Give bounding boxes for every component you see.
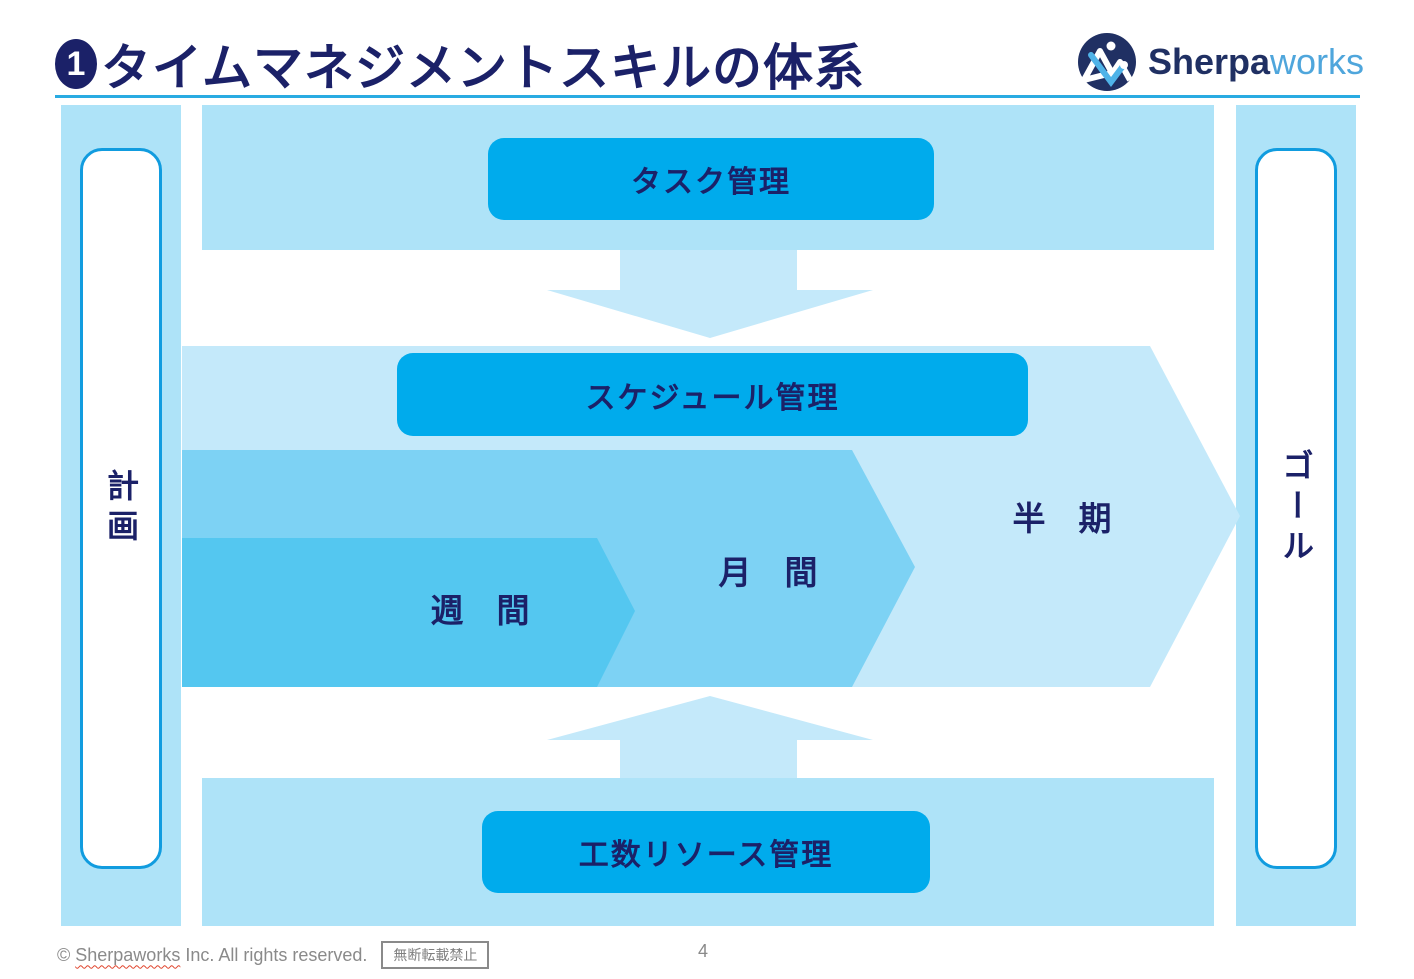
logo-word-sherpa: Sherpa xyxy=(1148,41,1271,82)
weekly-chevron xyxy=(182,538,635,687)
copyright-symbol: © xyxy=(57,944,76,965)
resource-management-box: 工数リソース管理 xyxy=(482,811,930,893)
title-number: 1 xyxy=(66,44,86,83)
up-arrow-icon xyxy=(547,696,873,778)
weekly-label: 週 間 xyxy=(430,592,530,629)
half-term-label: 半 期 xyxy=(1012,500,1112,537)
page-number: 4 xyxy=(698,941,709,961)
company-logo: Sherpaworks xyxy=(1078,33,1364,91)
goal-pillar-label: ゴール xyxy=(1278,448,1314,569)
down-arrow-icon xyxy=(547,250,873,338)
logo-trail-line xyxy=(1088,52,1126,88)
sherpaworks-logo-icon xyxy=(1078,33,1136,91)
logo-mountain-right xyxy=(1105,59,1133,82)
copyright-rights: Inc. All rights reserved. xyxy=(180,944,368,965)
logo-dot-top xyxy=(1106,41,1116,51)
title-underline xyxy=(55,95,1360,98)
logo-dot-right xyxy=(1120,61,1128,69)
logo-mountain-left xyxy=(1081,48,1115,83)
copyright-text: © Sherpaworks Inc. All rights reserved. xyxy=(57,945,367,966)
copyright-brand: Sherpaworks xyxy=(75,944,181,965)
schedule-management-label: スケジュール管理 xyxy=(585,381,840,415)
logo-wordmark: Sherpaworks xyxy=(1148,41,1364,83)
plan-pillar: 計画 xyxy=(61,105,181,926)
footer: © Sherpaworks Inc. All rights reserved. … xyxy=(57,941,490,969)
page-title: タイムマネジメントスキルの体系 xyxy=(101,40,865,96)
plan-pillar-label: 計画 xyxy=(103,468,139,549)
schedule-management-box: スケジュール管理 xyxy=(397,353,1028,436)
title-number-badge: 1 xyxy=(55,39,97,89)
monthly-label: 月 間 xyxy=(718,554,818,591)
resource-management-label: 工数リソース管理 xyxy=(578,839,834,872)
task-management-label: タスク管理 xyxy=(631,166,791,199)
task-management-box: タスク管理 xyxy=(488,138,934,220)
slide-header: 1 タイムマネジメントスキルの体系 xyxy=(55,28,865,100)
goal-pillar-card: ゴール xyxy=(1255,148,1337,869)
logo-word-works: works xyxy=(1270,41,1365,82)
reprint-notice-box: 無断転載禁止 xyxy=(381,941,490,969)
plan-pillar-card: 計画 xyxy=(80,148,162,869)
goal-pillar: ゴール xyxy=(1236,105,1356,926)
